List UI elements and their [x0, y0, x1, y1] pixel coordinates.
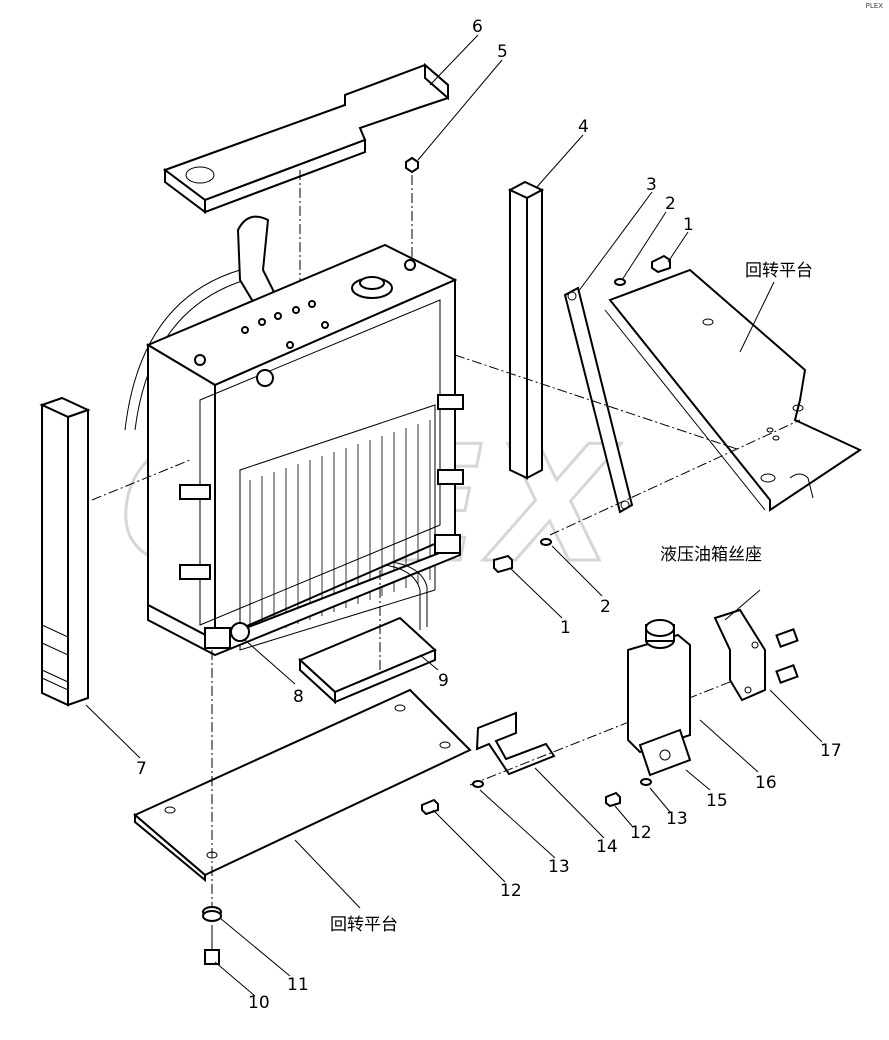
bracket-17	[713, 608, 766, 702]
callout-11: 11	[287, 975, 309, 995]
washer-13-left	[472, 780, 484, 788]
platform-plate-top	[604, 268, 863, 512]
foam-strip-4	[507, 180, 545, 480]
callout-1-bottom: 1	[560, 618, 571, 638]
label-tank-seat: 液压油箱丝座	[660, 545, 762, 565]
bracket-14	[475, 711, 556, 776]
label-platform-bottom: 回转平台	[330, 915, 398, 935]
callout-6: 6	[472, 17, 483, 37]
mount-plate-15	[638, 728, 692, 777]
top-bracket-plate	[162, 62, 449, 214]
rubber-pad-9	[298, 616, 437, 705]
callout-12-right: 12	[630, 823, 652, 843]
bolt-10	[204, 925, 220, 965]
threaded-stud-upper	[775, 628, 799, 648]
platform-plate-bottom	[133, 688, 472, 883]
callout-14: 14	[596, 837, 618, 857]
corner-mark: PLEX	[865, 2, 883, 10]
washer-11	[202, 906, 222, 922]
callout-13-right: 13	[666, 809, 688, 829]
callout-7: 7	[136, 759, 147, 779]
callout-2-bottom: 2	[600, 597, 611, 617]
bolt-5	[405, 156, 419, 260]
bolt-1-bottom	[493, 538, 552, 574]
callout-17: 17	[820, 741, 842, 761]
oil-tank-16	[627, 619, 691, 754]
washer-13-right	[640, 778, 652, 786]
callout-15: 15	[706, 791, 728, 811]
radiator-assembly	[124, 215, 464, 657]
callout-13-left: 13	[548, 857, 570, 877]
leader-lines	[85, 34, 823, 997]
callout-4: 4	[578, 117, 589, 137]
strap-bar-3	[563, 286, 634, 514]
callout-8: 8	[293, 687, 304, 707]
label-platform-top: 回转平台	[745, 261, 813, 281]
callout-10: 10	[248, 993, 270, 1013]
bolt-12-right	[605, 791, 621, 808]
callout-3: 3	[646, 175, 657, 195]
callout-5: 5	[497, 42, 508, 62]
threaded-stud-lower	[775, 664, 799, 684]
foam-strip-7	[39, 396, 91, 707]
callout-1-top: 1	[683, 215, 694, 235]
callout-2-top: 2	[665, 194, 676, 214]
callout-16: 16	[755, 773, 777, 793]
bolt-1-top	[614, 254, 671, 286]
callout-12-left: 12	[500, 881, 522, 901]
callout-9: 9	[438, 671, 449, 691]
